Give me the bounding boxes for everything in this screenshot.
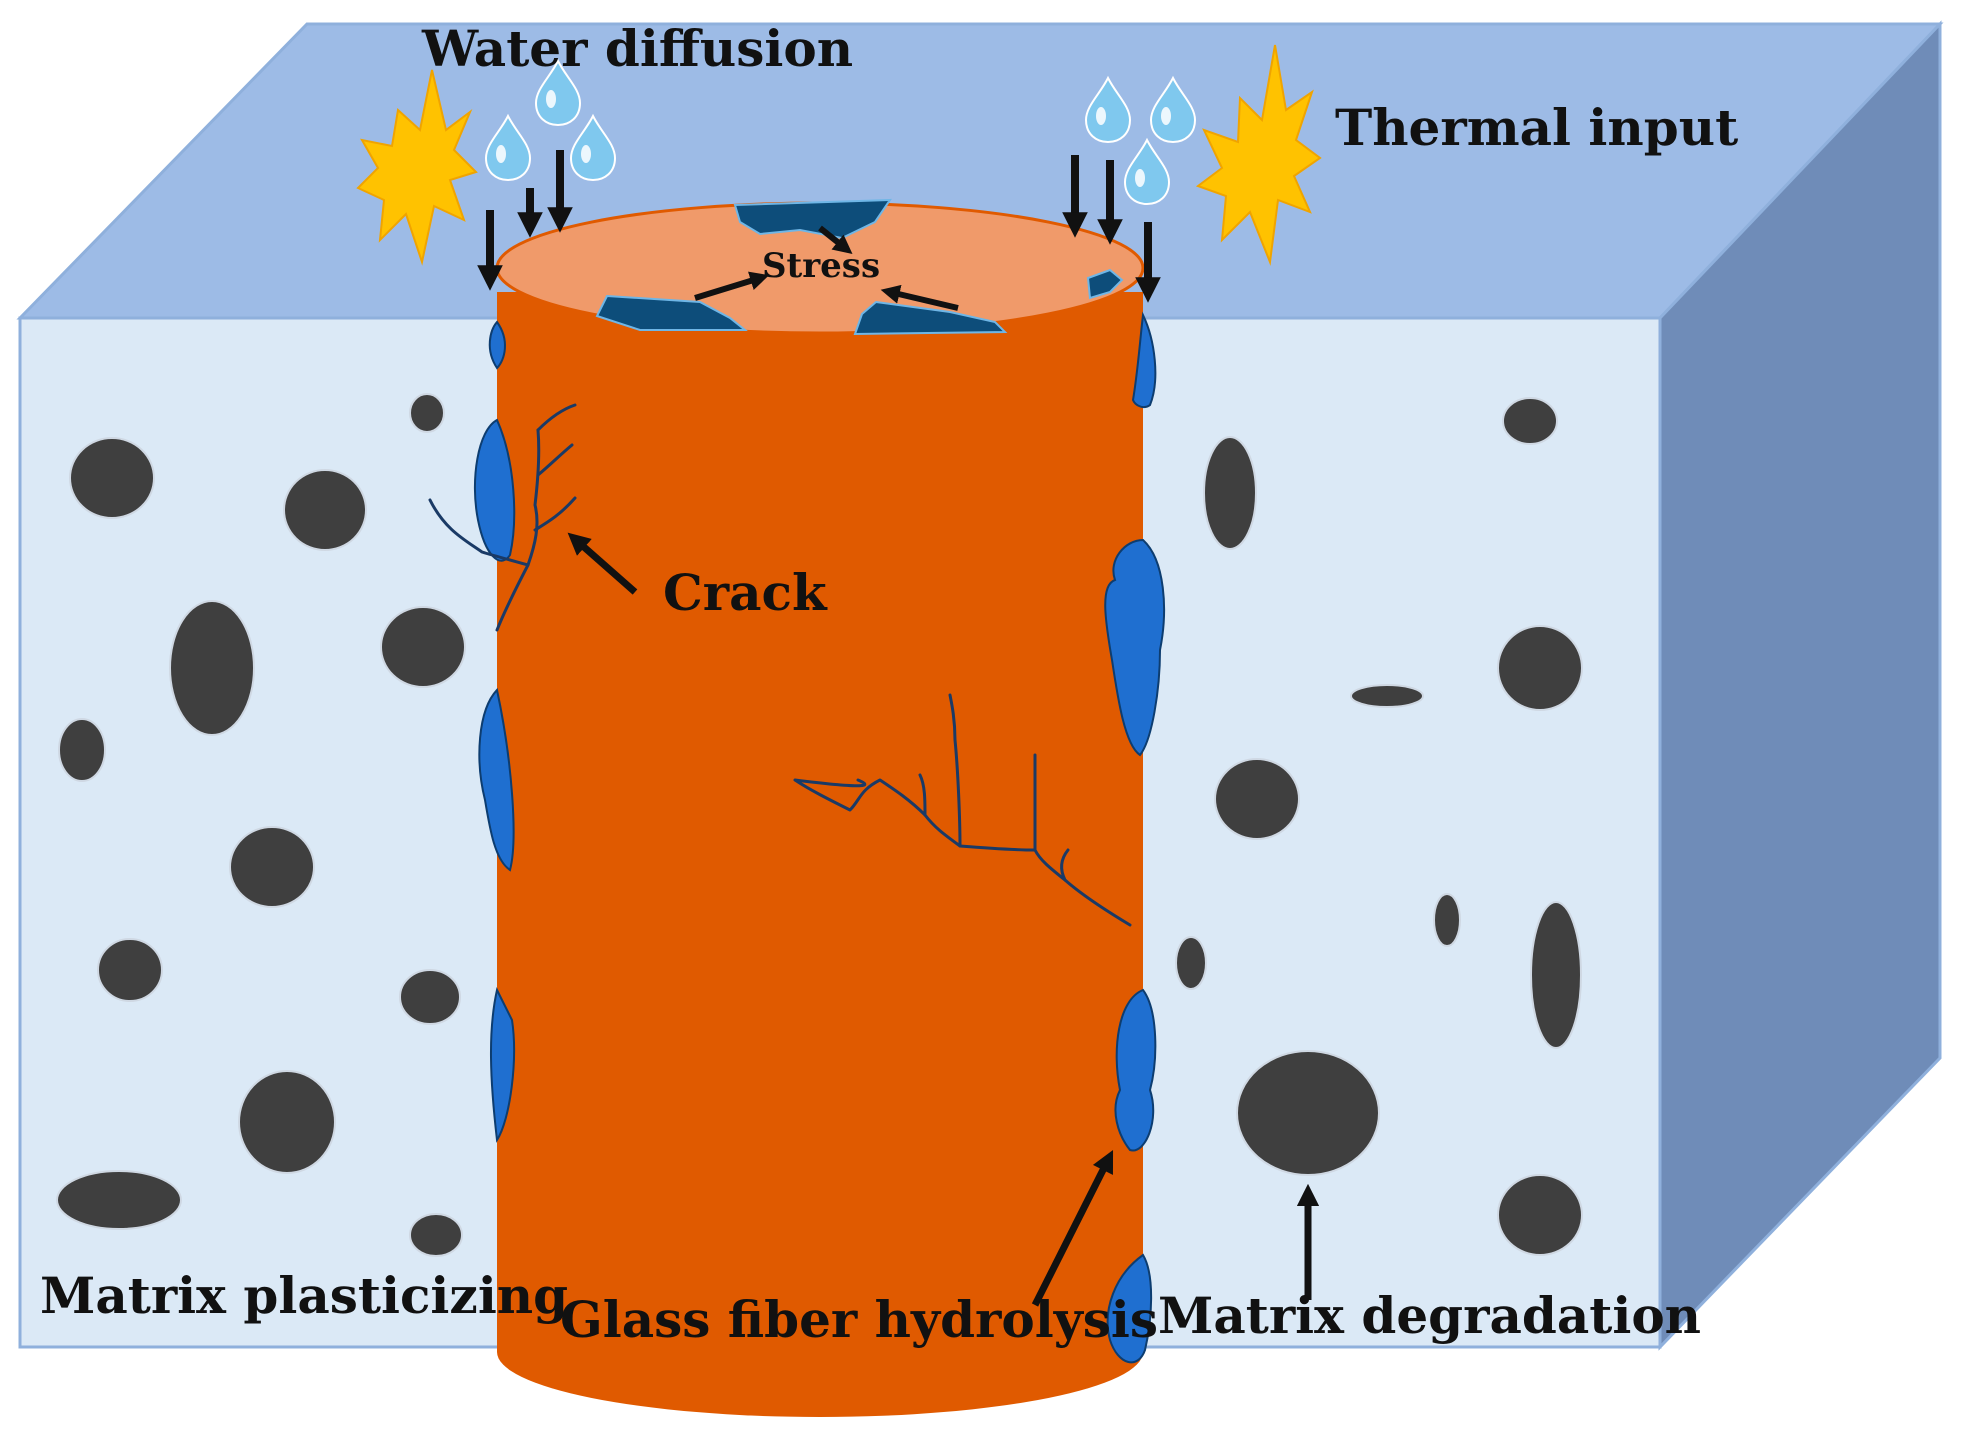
- void: [229, 826, 315, 908]
- label-stress: Stress: [762, 246, 880, 286]
- label-crack: Crack: [663, 563, 828, 622]
- void: [1502, 397, 1558, 445]
- stress-arrow: [694, 271, 770, 301]
- matrix-voids-right: [1175, 397, 1583, 1256]
- crack-line: [533, 496, 577, 532]
- hydrolysis-spot: [473, 418, 516, 562]
- void: [1175, 936, 1207, 990]
- void: [58, 718, 106, 782]
- crack-line: [536, 443, 574, 477]
- crack-arrow: [567, 532, 638, 595]
- pointer-arrows: [567, 532, 1320, 1307]
- damage-patch: [595, 294, 748, 331]
- sun-icon: [1195, 44, 1322, 266]
- crack-line: [1060, 848, 1070, 882]
- void: [169, 600, 255, 736]
- label-water-diffusion: Water diffusion: [421, 19, 853, 78]
- void: [1433, 893, 1461, 947]
- hydrolysis-spot: [1131, 311, 1157, 409]
- water-arrows: [477, 150, 1161, 303]
- void: [56, 1170, 182, 1230]
- label-matrix-degradation: Matrix degradation: [1158, 1286, 1701, 1345]
- label-thermal-input: Thermal input: [1335, 98, 1738, 157]
- crack-line: [536, 403, 577, 432]
- void: [409, 393, 445, 433]
- hydrolysis-spot: [488, 320, 506, 370]
- void: [1236, 1050, 1380, 1176]
- crack-line: [918, 773, 927, 817]
- label-matrix-plasticizing: Matrix plasticizing: [40, 1266, 568, 1325]
- hydrolysis-spots: [473, 311, 1165, 1364]
- sun-icons: [356, 44, 1322, 266]
- hydrolysis-spot: [1114, 988, 1157, 1152]
- sun-icon: [356, 69, 478, 266]
- label-glass-fiber-hydrolysis: Glass fiber hydrolysis: [560, 1290, 1158, 1349]
- damage-patch: [853, 300, 1008, 336]
- crack-line: [948, 693, 962, 848]
- stress-arrow: [818, 225, 853, 254]
- crack-lines: [428, 403, 1132, 927]
- crack-line: [495, 428, 541, 632]
- hydrolysis-spot: [489, 987, 516, 1143]
- void: [399, 969, 461, 1025]
- damage-patch: [733, 198, 892, 240]
- void: [69, 437, 155, 519]
- crack-line: [428, 498, 530, 567]
- hydrolysis-spot: [1104, 538, 1165, 757]
- hydrolysis-arrow: [1031, 1149, 1114, 1307]
- void: [1214, 758, 1300, 840]
- void: [238, 1070, 336, 1174]
- hydrolysis-spot: [478, 687, 515, 872]
- void: [409, 1213, 463, 1257]
- void: [97, 938, 163, 1002]
- void: [283, 469, 367, 551]
- hydrolysis-spot: [1106, 1253, 1153, 1364]
- matrix-voids-left: [56, 393, 466, 1257]
- void: [1350, 684, 1424, 708]
- void: [1203, 436, 1257, 550]
- void: [380, 606, 466, 688]
- stress-arrows: [694, 225, 959, 311]
- damage-patch: [1086, 268, 1124, 300]
- glass-fiber: [428, 198, 1165, 1417]
- stress-arrow: [880, 284, 959, 311]
- void: [1497, 1174, 1583, 1256]
- fiber-body: [497, 292, 1143, 1417]
- top-face-damage: [595, 198, 1124, 336]
- void: [1530, 901, 1582, 1049]
- void: [1497, 625, 1583, 711]
